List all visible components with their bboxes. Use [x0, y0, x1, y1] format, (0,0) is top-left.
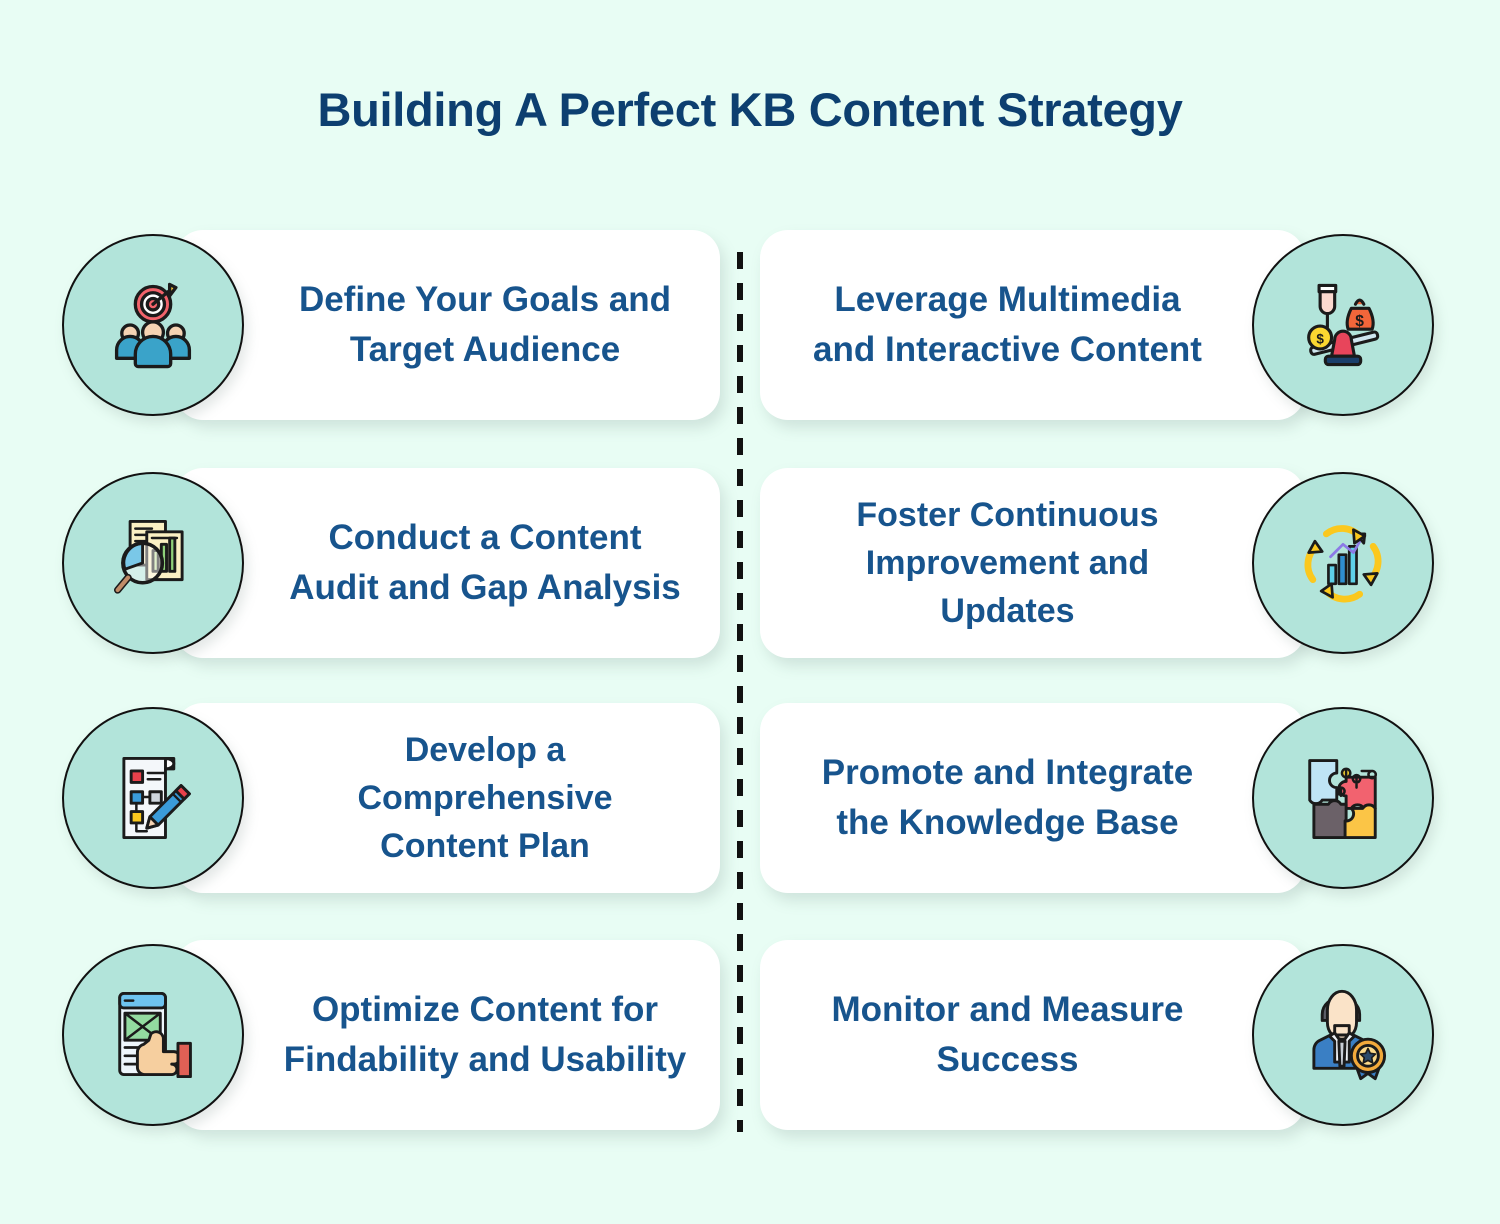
label-line: Content Plan — [380, 827, 590, 866]
step-card-content-plan[interactable] — [175, 703, 720, 893]
step-label-promote-integrate: Promote and Integrate the Knowledge Base — [760, 703, 1255, 893]
svg-text:$: $ — [1316, 332, 1324, 347]
label-line: Optimize Content for — [311, 990, 659, 1030]
label-line: Target Audience — [349, 330, 621, 369]
label-line: Comprehensive — [357, 778, 613, 817]
page-title: Building A Perfect KB Content Strategy — [317, 83, 1183, 136]
usability-thumbs-up-icon — [62, 944, 244, 1126]
label-line: Monitor and Measure — [831, 990, 1184, 1030]
step-card-continuous-improvement[interactable] — [760, 468, 1305, 658]
step-card-content-audit[interactable] — [175, 468, 720, 658]
step-card-optimize-findability[interactable] — [175, 940, 720, 1130]
label-line: Improvement and — [865, 543, 1150, 582]
label-line: Develop a — [404, 730, 566, 769]
label-line: Define Your Goals and — [298, 280, 672, 320]
label-line: Updates — [940, 592, 1075, 631]
label-line: Foster Continuous — [856, 495, 1159, 534]
label-line: the Knowledge Base — [836, 803, 1179, 842]
center-dashed-divider — [737, 252, 743, 1132]
step-card-promote-integrate[interactable] — [760, 703, 1305, 893]
label-line: Success — [936, 1040, 1079, 1079]
label-line: Findability and Usability — [283, 1040, 687, 1079]
label-line: Promote and Integrate — [821, 753, 1194, 793]
step-label-leverage-multimedia: Leverage Multimedia and Interactive Conte… — [760, 230, 1255, 420]
leverage-balance-scale-icon: $ $ — [1252, 234, 1434, 416]
content-audit-magnifier-icon — [62, 472, 244, 654]
step-card-monitor-measure[interactable] — [760, 940, 1305, 1130]
label-line: Leverage Multimedia — [834, 280, 1181, 320]
step-card-leverage-multimedia[interactable] — [760, 230, 1305, 420]
step-card-define-goals[interactable] — [175, 230, 720, 420]
label-line: and Interactive Content — [813, 330, 1202, 369]
svg-text:$: $ — [1355, 313, 1364, 330]
continuous-improvement-cycle-icon — [1252, 472, 1434, 654]
label-line: Audit and Gap Analysis — [289, 568, 681, 607]
award-person-icon — [1252, 944, 1434, 1126]
target-audience-icon — [62, 234, 244, 416]
label-line: Conduct a Content — [328, 518, 642, 558]
puzzle-integration-icon — [1252, 707, 1434, 889]
content-plan-document-pencil-icon — [62, 707, 244, 889]
